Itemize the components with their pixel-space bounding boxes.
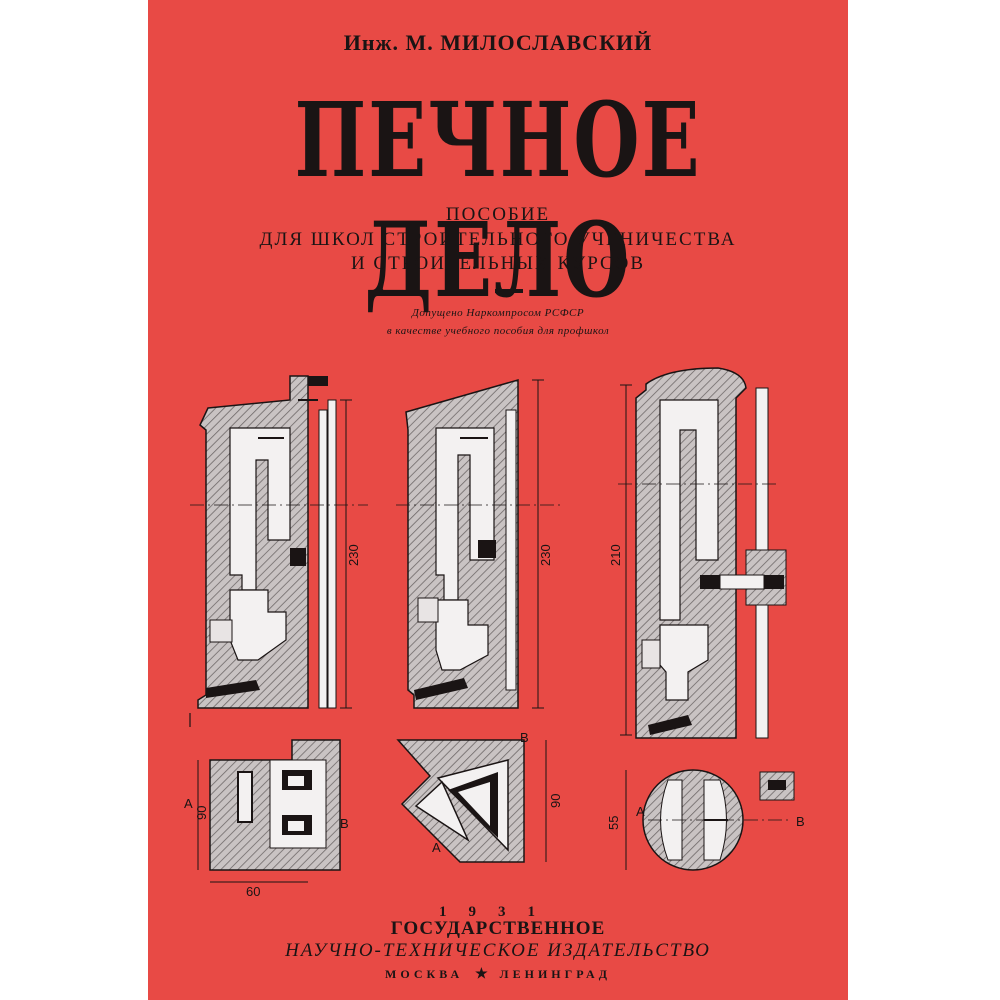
dim-height-3: 210 (608, 544, 623, 566)
label-plan3-a: А (636, 804, 645, 819)
approval-line-1: Допущено Наркомпросом РСФСР (411, 307, 585, 319)
dim-height-2: 230 (538, 544, 553, 566)
dim-plan1-depth: 90 (194, 806, 209, 820)
city-leningrad: ЛЕНИНГРАД (499, 967, 611, 981)
stove-drawings: 230 230 (184, 367, 805, 899)
book-title: ПЕЧНОЕ ДЕЛО (294, 80, 702, 321)
stove-section-3: 210 (608, 367, 787, 739)
star-icon: ★ (475, 967, 488, 982)
dim-height-1: 230 (346, 544, 361, 566)
city-moscow: МОСКВА (385, 967, 464, 981)
book-cover: Инж. М. МИЛОСЛАВСКИЙ ПЕЧНОЕ ДЕЛО ПОСОБИЕ… (148, 0, 848, 1000)
label-plan1-a: А (184, 796, 193, 811)
publisher-line-1: ГОСУДАРСТВЕННОЕ (390, 918, 606, 939)
stove-plan-1: 90 60 А В (184, 739, 349, 899)
divider-dash (495, 289, 523, 293)
publisher-cities: МОСКВА ★ ЛЕНИНГРАД (148, 966, 848, 983)
stove-section-2: 230 (396, 379, 560, 709)
approval-line-2: в качестве учебного пособия для профшкол (386, 325, 610, 337)
subtitle-line-3: И СТРОИТЕЛЬНЫХ КУРСОВ (350, 253, 646, 274)
label-plan2-b: В (520, 730, 529, 745)
dim-plan3-depth: 55 (606, 816, 621, 830)
dim-plan1-width: 60 (246, 884, 260, 899)
author-name: Инж. М. МИЛОСЛАВСКИЙ (343, 30, 653, 55)
stove-plan-3: 55 А В (606, 769, 805, 871)
label-plan3-b: В (796, 814, 805, 829)
label-plan1-b: В (340, 816, 349, 831)
subtitle-line-2: ДЛЯ ШКОЛ СТРОИТЕЛЬНОГО УЧЕНИЧЕСТВА (259, 229, 737, 250)
subtitle-line-1: ПОСОБИЕ (445, 204, 551, 225)
label-plan2-a: А (432, 840, 441, 855)
publication-year: 1931 (439, 904, 557, 920)
publisher-line-2: НАУЧНО-ТЕХНИЧЕСКОЕ ИЗДАТЕЛЬСТВО (285, 940, 711, 961)
stove-plan-2: 90 А В (396, 730, 563, 863)
stove-section-1: 230 (189, 375, 368, 727)
dim-plan2-depth: 90 (548, 794, 563, 808)
